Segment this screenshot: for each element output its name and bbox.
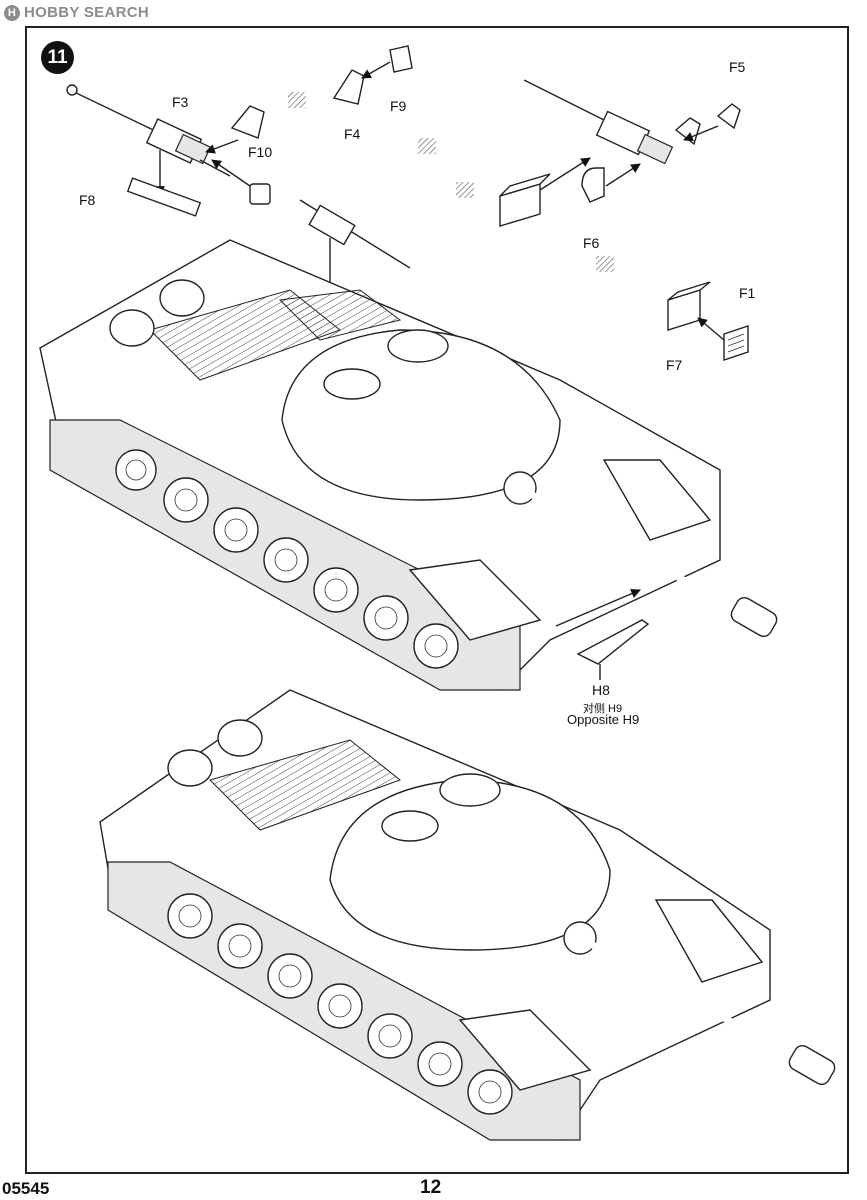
label-h9-en: Opposite H9 <box>567 712 640 727</box>
label-f8: F8 <box>79 192 96 208</box>
part-f3-machine-gun <box>66 84 231 196</box>
watermark: H HOBBY SEARCH <box>4 4 149 21</box>
direction-hatch-marks <box>288 92 614 272</box>
label-f3: F3 <box>172 94 189 110</box>
page-border <box>25 26 849 1174</box>
catalog-number: 05545 <box>2 1179 50 1198</box>
label-f1: F1 <box>739 285 756 301</box>
tank-lower <box>99 689 836 1141</box>
part-f9 <box>361 45 413 79</box>
label-f7: F7 <box>666 357 683 373</box>
part-h8 <box>555 588 650 680</box>
h-logo-icon: H <box>4 4 20 21</box>
label-f10: F10 <box>248 144 273 160</box>
part-small-bracket-left <box>205 105 265 154</box>
part-f6 <box>581 163 641 203</box>
label-f9: F9 <box>390 98 407 114</box>
part-ammo-box <box>499 157 591 227</box>
step-number-badge: 11 <box>41 41 74 74</box>
label-f6: F6 <box>583 235 600 251</box>
label-f5: F5 <box>729 59 746 75</box>
road-wheels-upper <box>115 449 459 669</box>
label-h9-cn: 对侧 H9 <box>583 703 623 715</box>
part-f10 <box>211 159 271 205</box>
label-h8: H8 <box>592 682 610 698</box>
page-number: 12 <box>420 1177 442 1198</box>
road-wheels-lower <box>167 893 513 1115</box>
part-f4 <box>332 69 365 105</box>
watermark-text: HOBBY SEARCH <box>24 4 150 21</box>
tank-upper <box>39 239 778 691</box>
part-f5-machine-gun <box>523 79 741 165</box>
part-f1 <box>697 317 749 361</box>
label-f4: F4 <box>344 126 361 142</box>
part-f8 <box>126 177 202 217</box>
